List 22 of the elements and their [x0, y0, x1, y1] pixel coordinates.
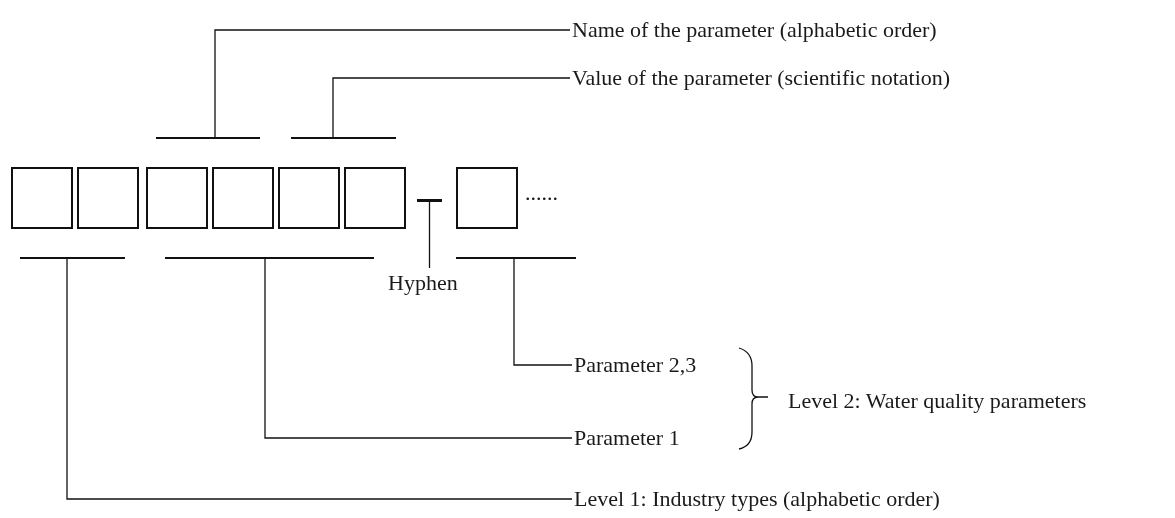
parameter-box: [146, 167, 208, 229]
parameter-box: [456, 167, 518, 229]
callout-text: Hyphen: [388, 270, 458, 296]
callout-text: Parameter 2,3: [574, 352, 697, 378]
hyphen-mark: [417, 199, 442, 202]
leader-line: [513, 257, 573, 366]
callout-text: Name of the parameter (alphabetic order): [572, 17, 937, 43]
leader-line: [428, 201, 431, 269]
parameter-box: [278, 167, 340, 229]
leader-line: [264, 257, 573, 439]
ellipsis: ......: [525, 180, 558, 206]
parameter-box: [77, 167, 139, 229]
parameter-box: [344, 167, 406, 229]
leader-line: [332, 77, 571, 138]
callout-text: Value of the parameter (scientific notation): [572, 65, 951, 91]
leader-line: [66, 257, 573, 500]
callout-text: Parameter 1: [574, 425, 680, 451]
callout-text: Level 1: Industry types (alphabetic order): [574, 486, 940, 512]
leader-line: [214, 29, 571, 138]
group-label: Level 2: Water quality parameters: [788, 388, 1087, 414]
parameter-box: [11, 167, 73, 229]
parameter-box: [212, 167, 274, 229]
